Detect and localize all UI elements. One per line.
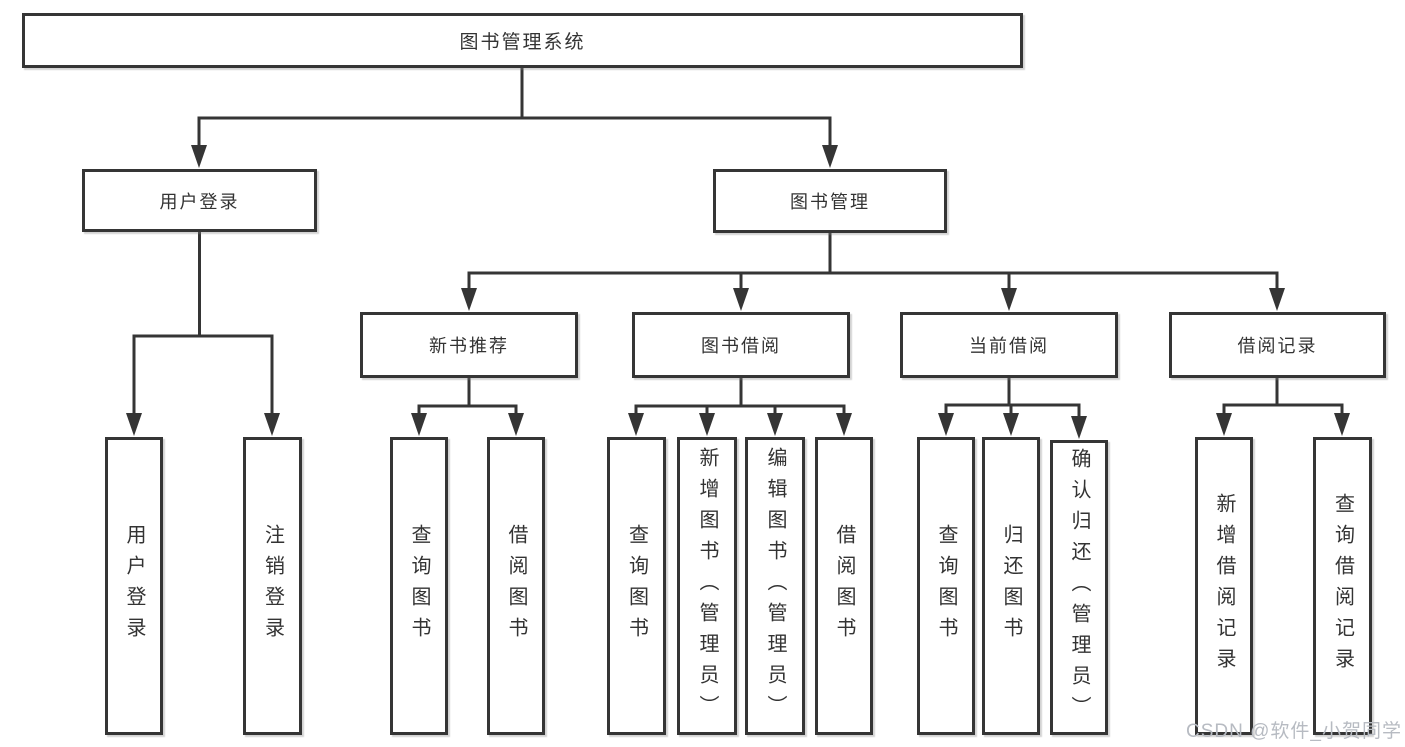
arrow-head-icon [822, 145, 838, 168]
leaf-logout: 注销登录 [243, 437, 302, 735]
leaf-br-add-record: 新增借阅记录 [1195, 437, 1253, 735]
arrow-head-icon [1071, 416, 1087, 439]
node-label: 用户登录 [159, 191, 240, 212]
node-user-login: 用户登录 [82, 169, 317, 232]
node-current-borrow: 当前借阅 [900, 312, 1118, 378]
node-book-management: 图书管理 [713, 169, 947, 233]
leaf-bb-query-books: 查询图书 [607, 437, 666, 735]
arrow-head-icon [628, 413, 644, 436]
leaf-nbr-query-books: 查询图书 [390, 437, 448, 735]
node-label: 当前借阅 [969, 336, 1049, 356]
leaf-cb-return-books: 归还图书 [982, 437, 1040, 735]
arrow-head-icon [1334, 413, 1350, 436]
leaf-label: 借阅图书 [833, 524, 855, 648]
node-book-management-system: 图书管理系统 [22, 13, 1023, 68]
leaf-nbr-borrow-books: 借阅图书 [487, 437, 545, 735]
leaf-label: 新增图书（管理员） [696, 446, 718, 726]
node-label: 新书推荐 [429, 336, 509, 356]
arrow-head-icon [264, 413, 280, 436]
arrow-head-icon [191, 145, 207, 168]
leaf-br-query-record: 查询借阅记录 [1313, 437, 1372, 735]
node-label: 图书管理系统 [459, 32, 586, 53]
node-book-borrow: 图书借阅 [632, 312, 850, 378]
arrow-head-icon [767, 413, 783, 436]
leaf-bb-borrow-books: 借阅图书 [815, 437, 873, 735]
arrow-head-icon [836, 413, 852, 436]
leaf-label: 借阅图书 [505, 524, 527, 648]
leaf-user-login: 用户登录 [105, 437, 163, 735]
leaf-cb-query-books: 查询图书 [917, 437, 975, 735]
leaf-label: 确认归还（管理员） [1068, 448, 1090, 727]
node-label: 借阅记录 [1237, 336, 1318, 356]
leaf-label: 查询借阅记录 [1331, 493, 1354, 679]
arrow-head-icon [699, 413, 715, 436]
arrow-head-icon [126, 413, 142, 436]
leaf-label: 归还图书 [1000, 524, 1022, 648]
leaf-bb-edit-books-admin: 编辑图书（管理员） [745, 437, 805, 735]
leaf-label: 查询图书 [625, 524, 648, 648]
arrow-head-icon [1003, 413, 1019, 436]
arrow-head-icon [461, 288, 477, 311]
leaf-label: 用户登录 [123, 524, 145, 648]
leaf-label: 新增借阅记录 [1213, 493, 1235, 679]
node-label: 图书管理 [790, 192, 870, 212]
node-borrow-records: 借阅记录 [1169, 312, 1386, 378]
arrow-head-icon [508, 413, 524, 436]
node-label: 图书借阅 [701, 336, 781, 356]
leaf-label: 查询图书 [935, 524, 957, 648]
leaf-bb-add-books-admin: 新增图书（管理员） [677, 437, 737, 735]
arrow-head-icon [1001, 288, 1017, 311]
watermark: CSDN @软件_小贺同学 [1186, 721, 1402, 742]
arrow-head-icon [733, 288, 749, 311]
leaf-label: 查询图书 [408, 524, 430, 648]
arrow-head-icon [1269, 288, 1285, 311]
arrow-head-icon [938, 413, 954, 436]
leaf-label: 编辑图书（管理员） [764, 446, 786, 726]
leaf-cb-confirm-return-admin: 确认归还（管理员） [1050, 440, 1108, 735]
arrow-head-icon [411, 413, 427, 436]
leaf-label: 注销登录 [261, 524, 284, 648]
arrow-head-icon [1216, 413, 1232, 436]
node-new-book-recommend: 新书推荐 [360, 312, 578, 378]
